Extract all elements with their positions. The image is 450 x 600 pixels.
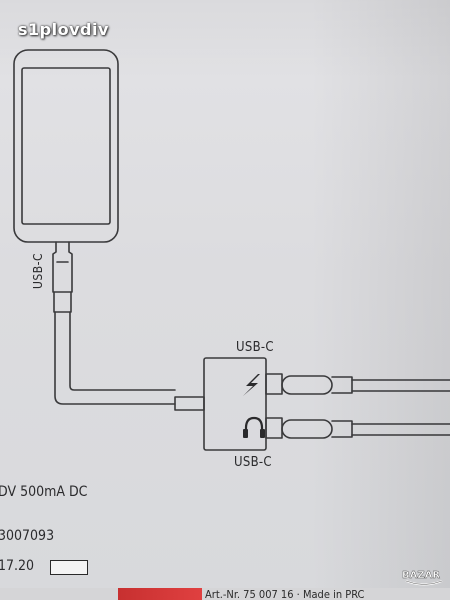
- top-plug: [281, 375, 333, 395]
- bottom-strip: [0, 588, 450, 600]
- adapter-body: [203, 357, 267, 451]
- cable-outer: [54, 311, 176, 405]
- bottom-plug-collar: [265, 417, 283, 439]
- phone-outline: [13, 49, 119, 243]
- top-plug-collar: [265, 373, 283, 395]
- phone-cable-label: USB-C: [31, 252, 45, 289]
- red-tape: [118, 588, 202, 600]
- cut-off-bottom-text: Art.-Nr. 75 007 16 · Made in PRC: [205, 588, 365, 600]
- top-plug-relief: [331, 376, 353, 394]
- adapter-input-connector: [174, 396, 205, 411]
- top-port-label: USB-C: [236, 340, 274, 355]
- phone-screen: [21, 67, 111, 225]
- lightning-bolt-icon: [243, 374, 260, 396]
- bottom-plug-relief: [331, 420, 353, 438]
- svg-text:BAZAR: BAZAR: [402, 570, 440, 581]
- cable-inner: [69, 311, 176, 391]
- cable-strain-relief: [53, 291, 72, 313]
- phone-usb-plug: [52, 241, 73, 293]
- power-spec: DV 500mA DC: [0, 484, 88, 500]
- headphones-icon: [244, 416, 264, 436]
- headphones-right-cup: [260, 429, 265, 438]
- headphones-left-cup: [243, 429, 248, 438]
- bottom-port-label: USB-C: [234, 455, 272, 470]
- bottom-plug: [281, 419, 333, 439]
- watermark: s1plovdiv: [18, 20, 109, 39]
- article-number: 3007093: [0, 528, 55, 544]
- bazar-logo: BAZAR: [402, 570, 443, 586]
- white-label-box: [50, 560, 88, 575]
- price-code: 17.20: [0, 558, 35, 574]
